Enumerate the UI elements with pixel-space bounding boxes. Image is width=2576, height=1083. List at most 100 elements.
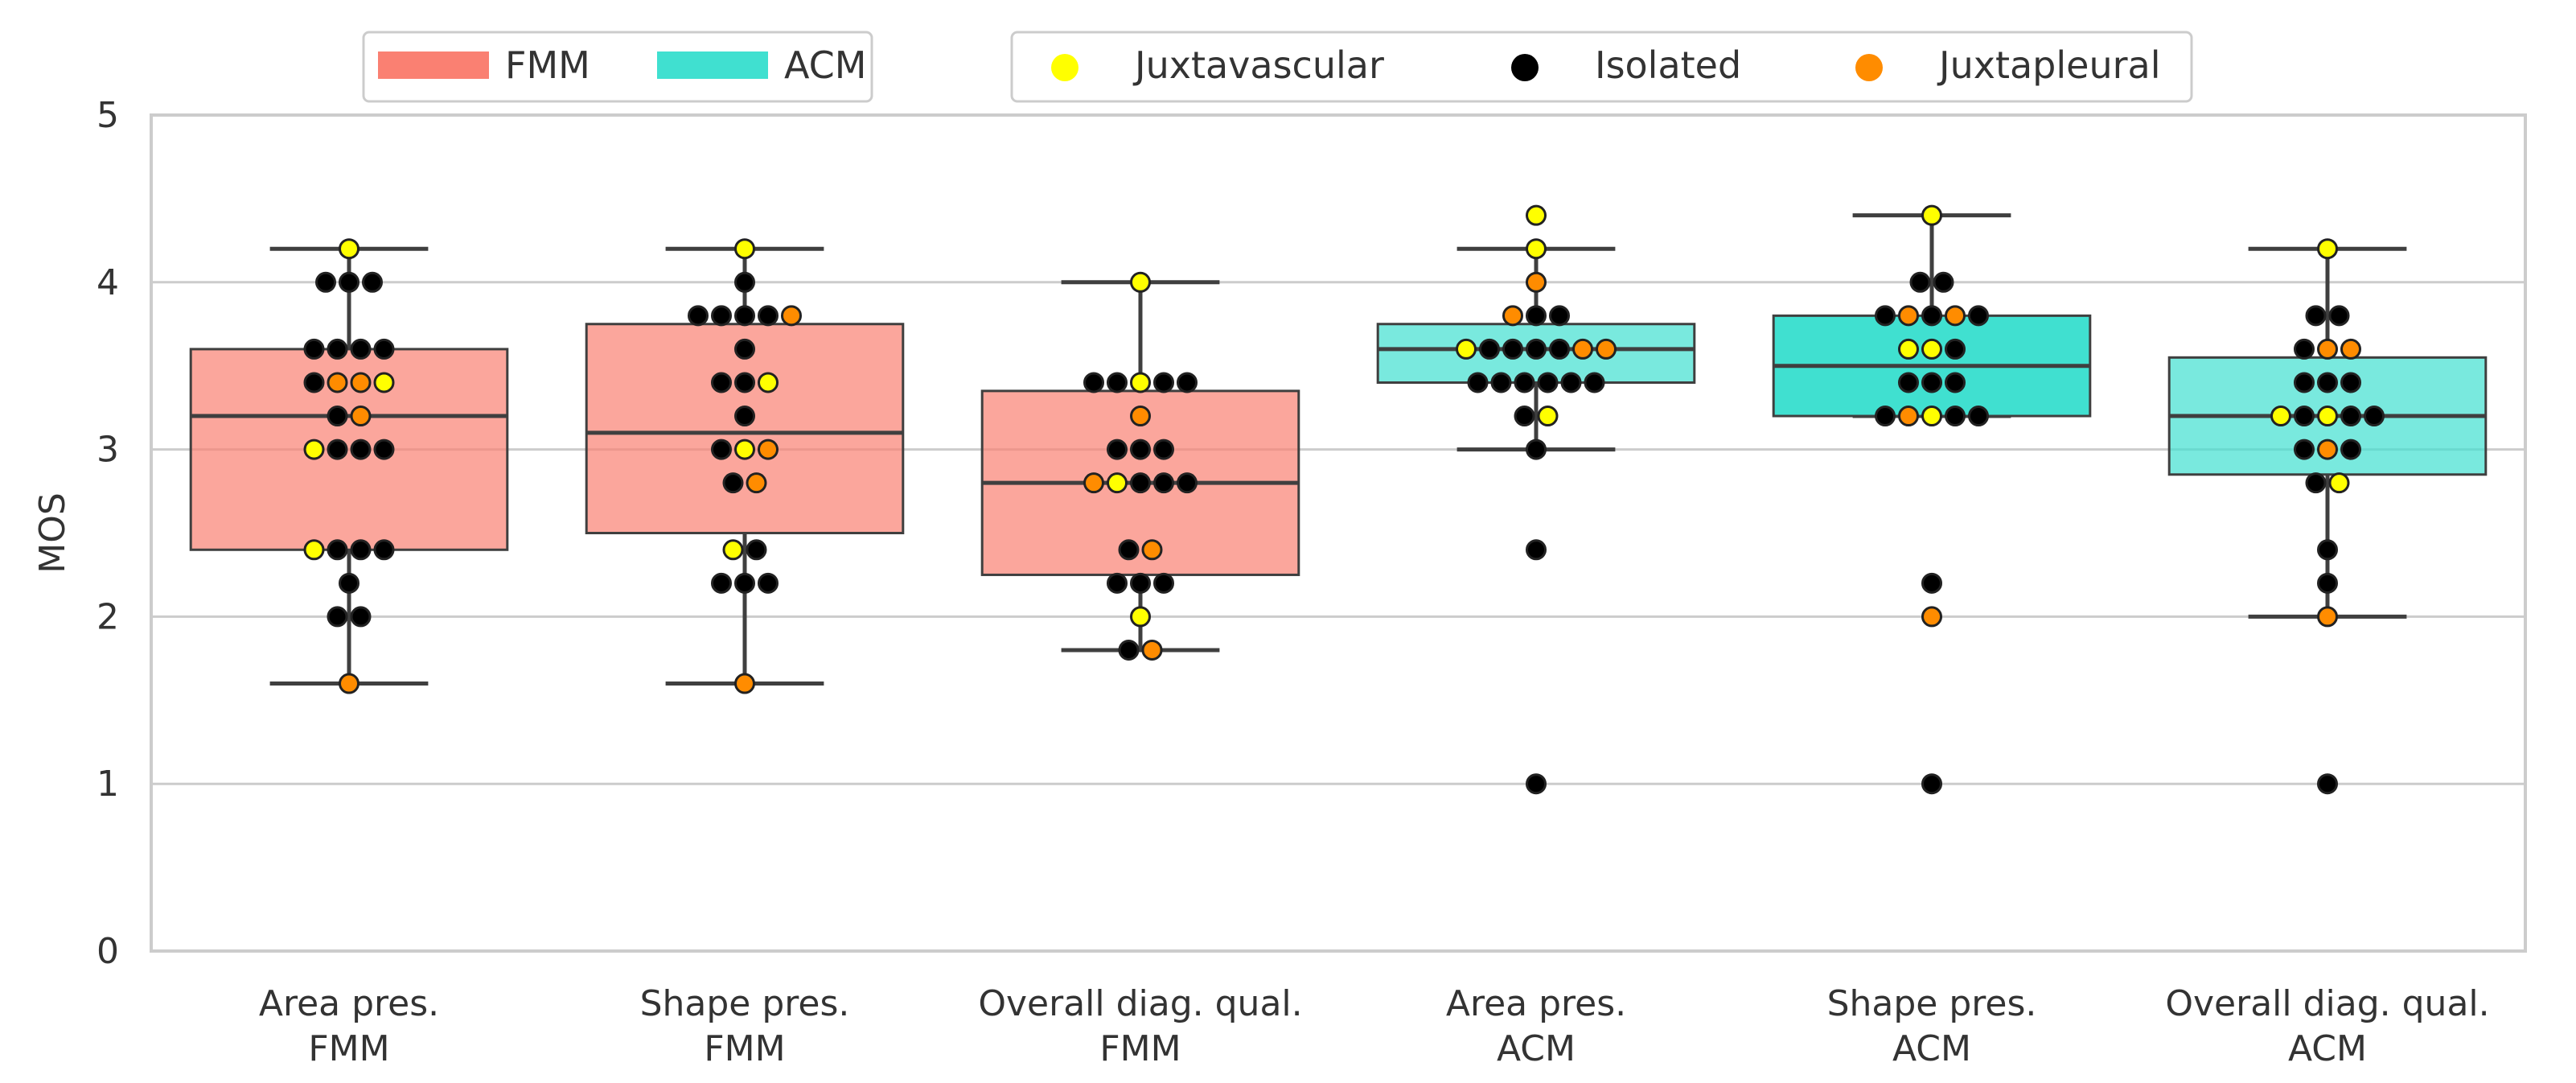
point-juxtapleural: [1898, 305, 1919, 327]
y-tick-label: 3: [97, 430, 119, 471]
point-isolated: [1560, 372, 1582, 393]
point-juxtapleural: [2317, 338, 2338, 360]
x-tick-label: FMM: [308, 1028, 389, 1069]
point-isolated: [327, 439, 348, 460]
point-isolated: [1083, 372, 1104, 393]
points-layer: [303, 204, 2385, 795]
point-juxtavascular: [1130, 271, 1151, 293]
point-juxtavascular: [1526, 238, 1547, 260]
box-body: [189, 348, 509, 551]
legend-frame: [362, 31, 873, 103]
point-isolated: [2294, 406, 2315, 427]
legend-swatch-acm: [657, 51, 768, 79]
point-isolated: [758, 572, 779, 594]
point-isolated: [1875, 406, 1896, 427]
point-juxtavascular: [2317, 238, 2338, 260]
point-juxtavascular: [1921, 406, 1942, 427]
x-tick-label: FMM: [1099, 1028, 1181, 1069]
legend-frame: [1010, 31, 2193, 103]
point-isolated: [1107, 439, 1128, 460]
point-isolated: [734, 406, 755, 427]
point-isolated: [1118, 639, 1140, 661]
point-isolated: [711, 372, 732, 393]
point-isolated: [1945, 406, 1966, 427]
point-isolated: [711, 305, 732, 327]
point-isolated: [1526, 539, 1547, 561]
point-isolated: [2294, 338, 2315, 360]
point-isolated: [1945, 338, 1966, 360]
plot-area: [150, 113, 2527, 953]
x-tick-label: Overall diag. qual.: [2165, 983, 2489, 1024]
point-isolated: [1107, 572, 1128, 594]
point-isolated: [1526, 773, 1547, 795]
point-isolated: [711, 572, 732, 594]
point-juxtapleural: [339, 673, 359, 694]
box-0: [189, 246, 509, 686]
point-juxtavascular: [1921, 338, 1942, 360]
point-isolated: [2294, 439, 2315, 460]
y-tick-label: 1: [97, 764, 119, 805]
point-juxtapleural: [734, 673, 755, 694]
point-isolated: [1153, 572, 1174, 594]
point-isolated: [327, 406, 348, 427]
point-isolated: [1107, 372, 1128, 393]
point-isolated: [2317, 539, 2338, 561]
point-juxtavascular: [303, 439, 325, 460]
point-juxtapleural: [781, 305, 802, 327]
point-isolated: [1909, 271, 1931, 293]
point-isolated: [315, 271, 336, 293]
legend-marker-juxtavascular: [1051, 54, 1078, 81]
point-juxtapleural: [1572, 338, 1593, 360]
point-isolated: [688, 305, 709, 327]
point-isolated: [1130, 439, 1151, 460]
point-isolated: [1153, 472, 1174, 494]
point-isolated: [1968, 406, 1989, 427]
point-isolated: [339, 271, 359, 293]
point-isolated: [1537, 372, 1559, 393]
point-isolated: [1130, 472, 1151, 494]
point-isolated: [1549, 305, 1570, 327]
point-isolated: [373, 439, 395, 460]
point-isolated: [1921, 305, 1942, 327]
legend-label-isolated: Isolated: [1595, 43, 1741, 87]
x-tick-label: ACM: [1892, 1028, 1971, 1069]
grid-lines: [151, 281, 2525, 785]
point-isolated: [2317, 372, 2338, 393]
point-isolated: [2328, 305, 2350, 327]
point-isolated: [373, 539, 395, 561]
point-juxtapleural: [1141, 639, 1163, 661]
point-isolated: [1526, 338, 1547, 360]
point-isolated: [711, 439, 732, 460]
point-isolated: [1177, 372, 1198, 393]
point-juxtapleural: [1921, 606, 1942, 628]
point-juxtapleural: [1596, 338, 1617, 360]
point-isolated: [327, 539, 348, 561]
point-isolated: [327, 606, 348, 628]
point-juxtapleural: [1898, 406, 1919, 427]
point-juxtavascular: [734, 238, 755, 260]
x-tick-label: Area pres.: [1446, 983, 1626, 1024]
point-isolated: [350, 338, 372, 360]
point-juxtavascular: [758, 372, 779, 393]
point-isolated: [746, 539, 767, 561]
point-juxtapleural: [746, 472, 767, 494]
point-isolated: [1898, 372, 1919, 393]
point-juxtavascular: [1537, 406, 1559, 427]
point-juxtavascular: [1921, 204, 1942, 226]
point-juxtavascular: [734, 439, 755, 460]
point-juxtavascular: [303, 539, 325, 561]
point-isolated: [1153, 372, 1174, 393]
point-juxtapleural: [1130, 406, 1151, 427]
point-juxtavascular: [722, 539, 744, 561]
legend-label-acm: ACM: [784, 43, 866, 87]
legend-marker-isolated: [1511, 54, 1539, 81]
point-isolated: [1502, 338, 1523, 360]
point-isolated: [2364, 406, 2385, 427]
point-isolated: [350, 539, 372, 561]
point-isolated: [303, 372, 325, 393]
point-isolated: [1921, 372, 1942, 393]
point-isolated: [734, 572, 755, 594]
point-juxtapleural: [350, 372, 372, 393]
